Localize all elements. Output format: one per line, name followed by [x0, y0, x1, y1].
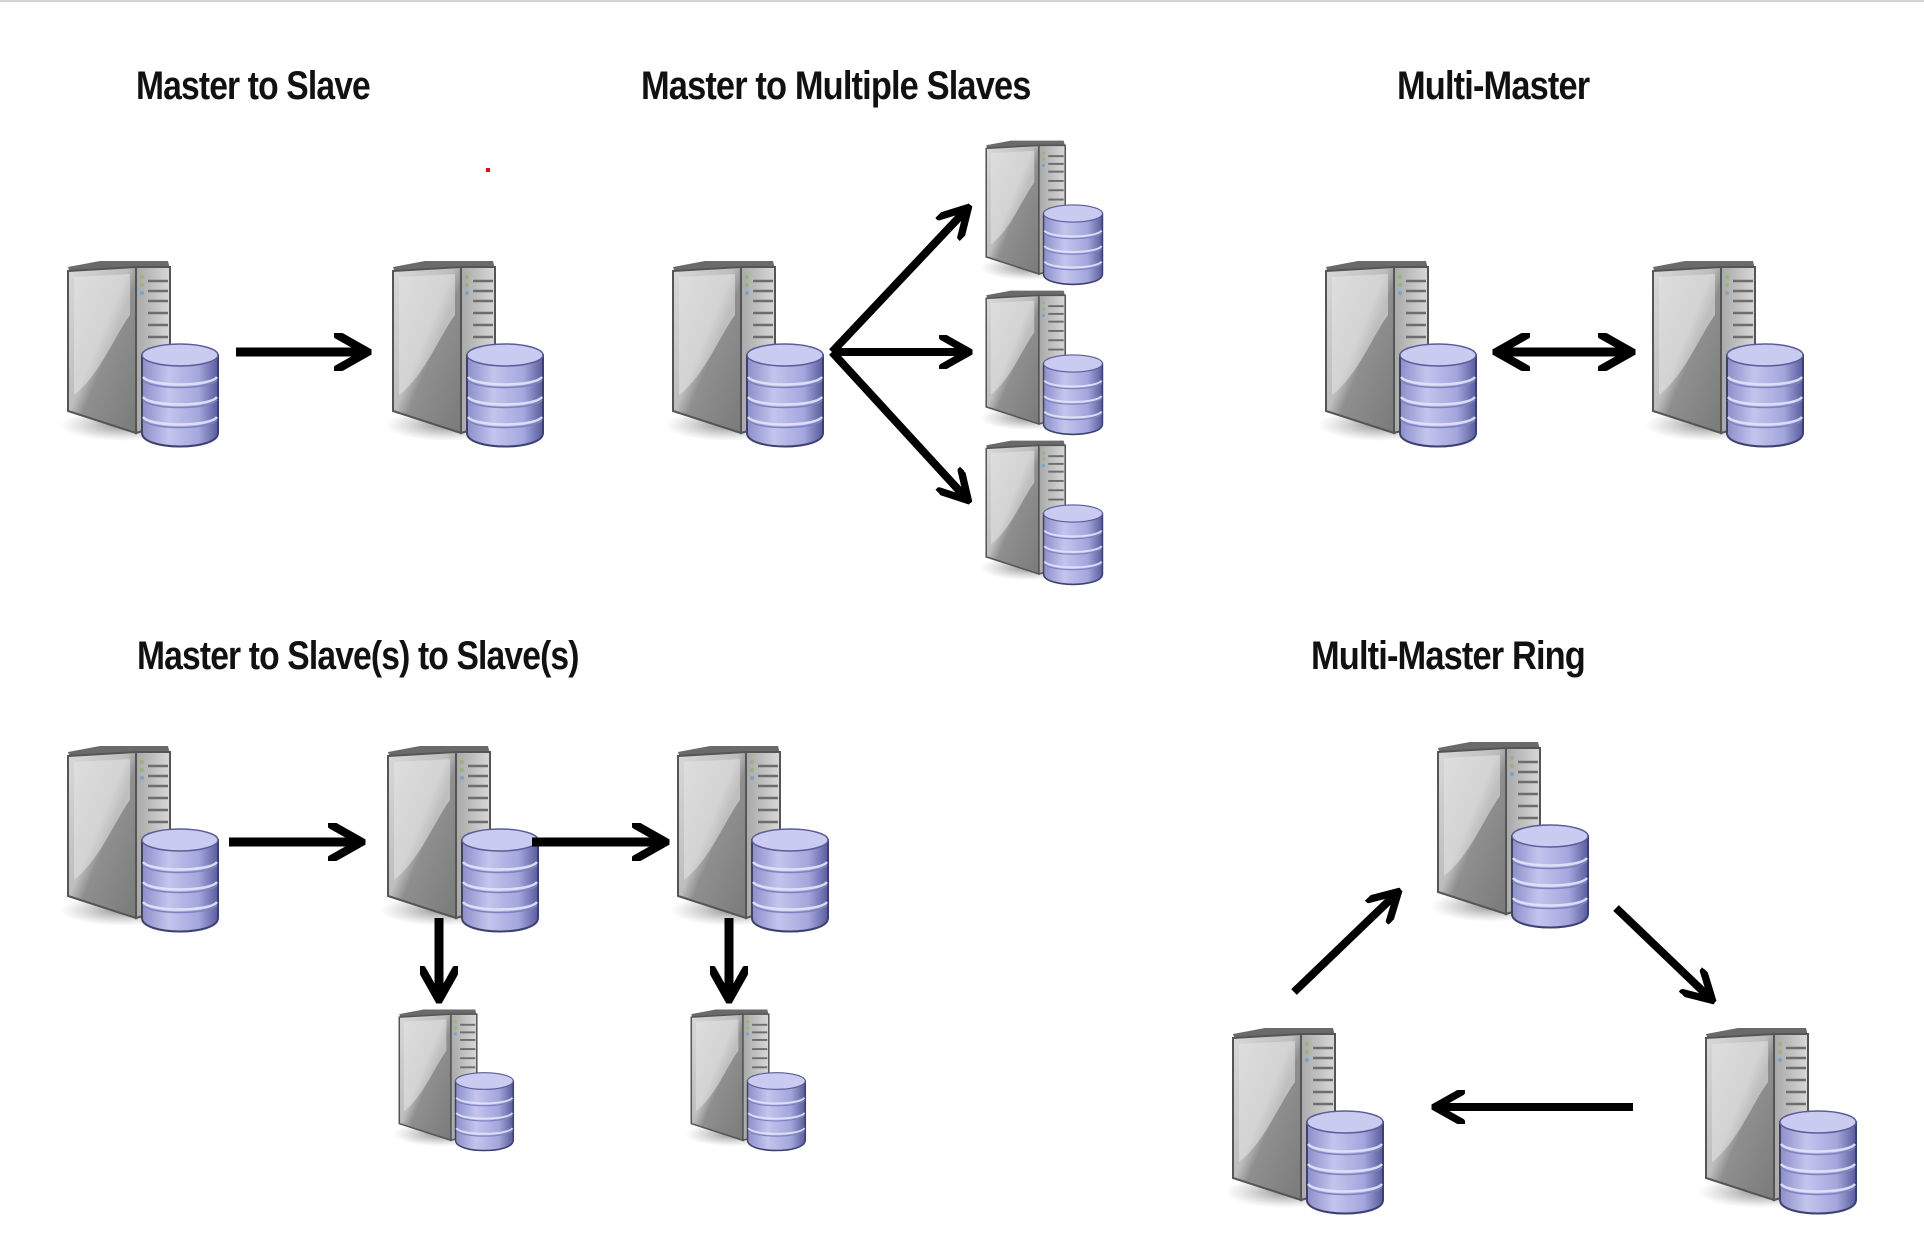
slave-server-icon: [980, 439, 1104, 586]
master-server-icon: [1698, 1026, 1858, 1215]
slave-server-icon: [393, 1008, 515, 1152]
section-master-to-slaves-to-slaves: [60, 744, 830, 1152]
arrow-icon: [829, 349, 966, 498]
title-master-to-slave: Master to Slave: [136, 64, 371, 108]
slave-server-icon: [670, 744, 830, 933]
master-server-icon: [1225, 1026, 1385, 1215]
master-server-icon: [1318, 259, 1478, 448]
title-multi-master-ring: Multi-Master Ring: [1311, 634, 1586, 678]
section-multi-master: [1318, 259, 1805, 448]
stray-red-dot: [486, 168, 490, 172]
section-master-to-multiple-slaves: [665, 139, 1104, 586]
master-server-icon: [60, 744, 220, 933]
master-server-icon: [60, 259, 220, 448]
master-server-icon: [665, 259, 825, 448]
slave-server-icon: [685, 1008, 807, 1152]
arrow-icon: [1613, 905, 1710, 998]
arrow-icon: [829, 210, 966, 355]
arrow-icon: [1291, 894, 1396, 995]
master-server-icon: [1430, 740, 1590, 929]
title-multi-master: Multi-Master: [1397, 64, 1590, 108]
slave-server-icon: [980, 289, 1104, 436]
section-multi-master-ring: [1225, 740, 1858, 1215]
master-server-icon: [1645, 259, 1805, 448]
title-master-to-slaves-to-slaves: Master to Slave(s) to Slave(s): [137, 634, 579, 678]
slave-server-icon: [385, 259, 545, 448]
title-master-to-multiple-slaves: Master to Multiple Slaves: [641, 64, 1031, 108]
slave-server-icon: [380, 744, 540, 933]
section-master-to-slave: [60, 259, 545, 448]
top-border: [0, 0, 1924, 2]
slave-server-icon: [980, 139, 1104, 286]
